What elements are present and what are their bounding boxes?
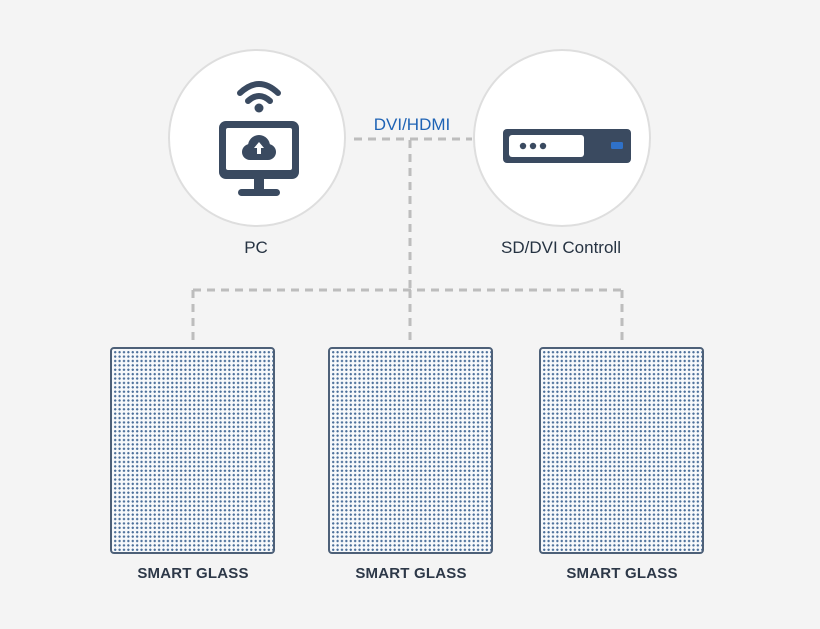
pc-monitor-icon [219, 81, 299, 196]
smart-glass-label-1: SMART GLASS [137, 565, 249, 582]
smart-glass-panel-3 [539, 347, 704, 554]
dvi-hdmi-label: DVI/HDMI [373, 115, 451, 134]
controller-node [473, 49, 651, 227]
wifi-icon [237, 81, 281, 104]
pc-node [168, 49, 346, 227]
cloud-upload-icon [242, 135, 276, 160]
controller-label: SD/DVI Controll [501, 238, 621, 257]
smart-glass-label-3: SMART GLASS [566, 565, 678, 582]
smart-glass-panel-2 [328, 347, 493, 554]
smart-glass-label-2: SMART GLASS [355, 565, 467, 582]
pc-label: PC [244, 238, 268, 257]
sending-box-icon [503, 129, 631, 163]
smart-glass-panel-1 [110, 347, 275, 554]
